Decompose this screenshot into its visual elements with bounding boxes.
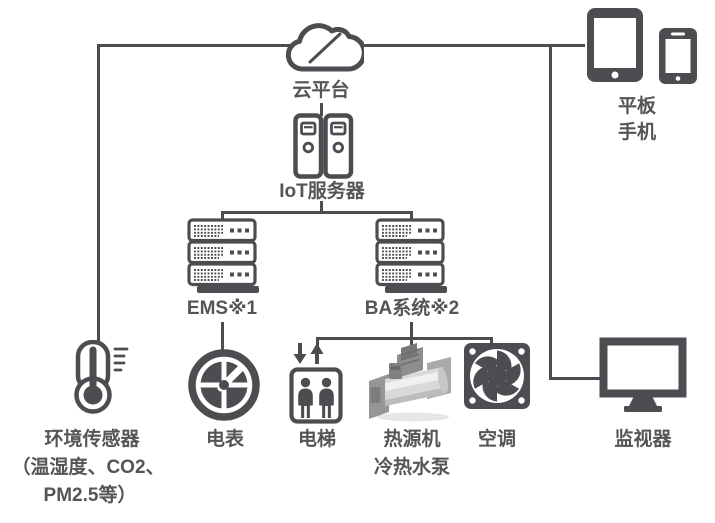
- line-right-vertical: [549, 44, 552, 380]
- ba-rack-icon: [375, 218, 447, 293]
- line-cloud-to-iot: [320, 103, 323, 116]
- line-monitor-horizontal: [549, 377, 606, 380]
- line-branch1-horizontal: [221, 211, 413, 214]
- meter-label: 电表: [205, 429, 245, 450]
- ba-system-label: BA系统※2: [364, 298, 460, 319]
- meter-icon: [188, 349, 260, 421]
- env-sensor-label-line3: PM2.5等）: [43, 485, 137, 506]
- line-branch2-left-drop: [316, 337, 319, 346]
- cloud-icon: [285, 23, 364, 72]
- line-ems-to-meter: [221, 322, 224, 354]
- line-branch2-horizontal: [316, 337, 493, 340]
- iot-server-label: IoT服务器: [279, 181, 365, 202]
- heat-pump-label-line1: 热源机: [383, 429, 441, 450]
- elevator-label: 电梯: [297, 429, 337, 450]
- env-sensor-label-line2: （温湿度、CO2、: [11, 457, 165, 478]
- line-branch1-left-drop: [221, 211, 224, 223]
- env-sensor-label-line1: 环境传感器: [44, 429, 140, 450]
- elevator-icon: [289, 343, 343, 424]
- cloud-label: 云平台: [292, 80, 350, 101]
- monitor-label: 监视器: [614, 429, 672, 450]
- phone-label: 手机: [617, 122, 657, 143]
- heat-pump-label-line2: 冷热水泵: [373, 457, 451, 478]
- line-ba-to-pump: [410, 322, 413, 347]
- phone-icon: [659, 28, 697, 84]
- line-branch1-right-drop: [410, 211, 413, 223]
- iot-server-icon: [293, 113, 354, 179]
- heat-pump-photo: [369, 343, 451, 422]
- tablet-label: 平板: [617, 96, 657, 117]
- air-conditioner-label: 空调: [477, 429, 517, 450]
- air-conditioner-icon: [464, 343, 530, 409]
- ems-rack-icon: [187, 218, 259, 293]
- monitor-icon: [599, 337, 687, 412]
- tablet-icon: [587, 8, 643, 82]
- env-sensor-icon: [74, 340, 129, 414]
- line-iot-to-branch: [320, 201, 323, 214]
- ems-label: EMS※1: [186, 298, 258, 319]
- line-branch2-right-drop: [490, 337, 493, 348]
- line-left-vertical: [97, 44, 100, 344]
